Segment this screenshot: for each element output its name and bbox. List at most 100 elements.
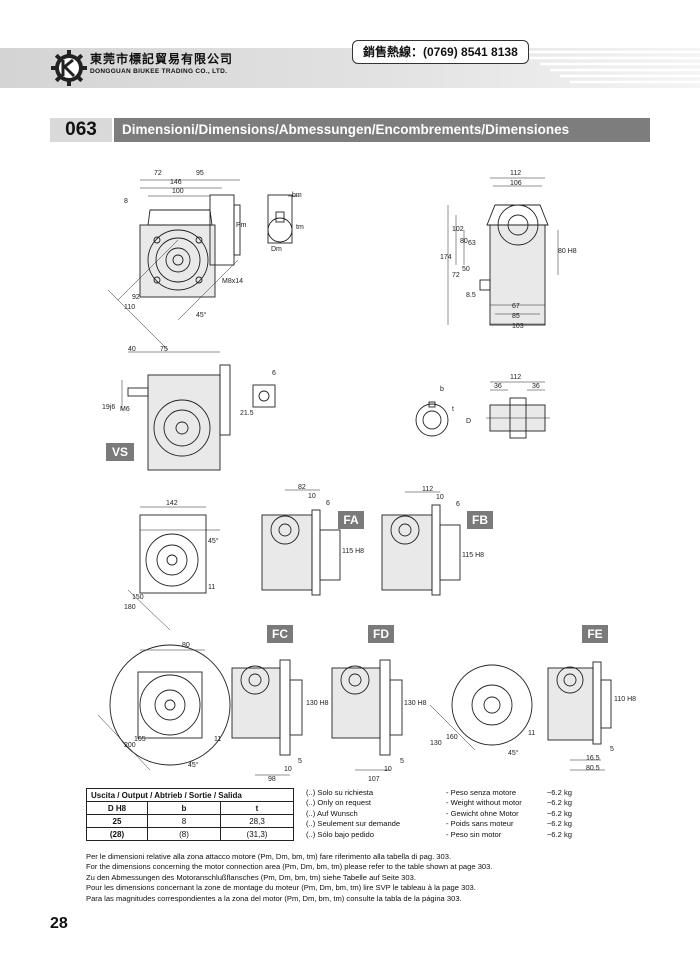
note-line: (..) Solo su richiesta [306,788,374,797]
note-line: (..) Seulement sur demande [306,819,401,829]
dim-45b: 45° [208,538,219,545]
dim-98: 98 [268,776,276,783]
dim-tm: tm [296,224,304,231]
dim-115h8b: 115 H8 [462,552,485,559]
footnote: Zu den Abmessungen des Motoranschlußflan… [86,872,416,882]
label-fd: FD [368,625,394,643]
technical-drawings [97,177,612,776]
drawing-fa [261,489,341,596]
dim-80h8: 80 H8 [558,248,577,255]
cell: 8 [147,814,221,828]
dim-130: 130 [430,740,442,747]
dim-100: 100 [172,188,184,195]
cell: (31,3) [220,827,294,841]
dim-10d: 10 [384,766,392,773]
dim-115h8: 115 H8 [342,548,365,555]
dim-112c: 112 [422,486,434,493]
drawing-fc [231,659,303,776]
drawing-fb [381,491,461,596]
col-header: D H8 [86,801,148,815]
weight-label: - Peso senza motore [446,788,517,797]
cell: (28) [86,827,148,841]
dim-80c: 80 [182,642,190,649]
footnotes: Per le dimensioni relative alla zona att… [86,852,646,904]
page-number: 28 [50,915,68,932]
dim-d: D [466,418,472,425]
drawing-main-front [107,179,241,351]
weight-value: ~6.2 kg [546,819,572,829]
dim-103: 103 [512,323,524,330]
label-fe: FE [582,625,608,643]
dim-160: 160 [446,734,458,741]
weight-row: - Weight without motor ~6.2 kg [446,798,572,808]
weight-value: ~6.2 kg [546,829,572,839]
dim-92: 92 [132,294,140,301]
drawing-flange-square [127,506,220,631]
drawing-side-view [447,177,559,326]
weight-value: ~6.2 kg [546,798,572,808]
dim-112: 112 [510,170,522,177]
dim-16-5: 16.5 [586,755,600,762]
dim-5b: 5 [400,758,404,765]
dim-19j6: 19j6 [102,404,116,411]
label-vs: VS [106,443,134,461]
label-fc: FC [267,625,293,643]
table-row: 25 8 28,3 [86,814,294,828]
dim-21-5: 21.5 [240,410,254,417]
dim-63: 63 [468,240,476,247]
drawing-output-shaft [415,381,550,439]
dim-107: 107 [368,776,380,783]
dim-36b: 36 [532,383,540,390]
dim-200: 200 [124,742,136,749]
weight-value: ~6.2 kg [546,788,572,797]
dim-10b: 10 [436,494,444,501]
request-notes: (..) Solo su richiesta (..) Only on requ… [306,788,400,840]
dim-95: 95 [196,170,204,177]
model-code: 063 [50,118,112,142]
drawing-fe-flange [429,664,533,751]
dim-bm: bm [292,192,302,199]
header-stripes [520,50,700,84]
dim-130h8: 130 H8 [306,700,329,707]
dim-80: 80 [460,238,468,245]
dim-11c: 11 [528,730,536,737]
cell: 25 [86,814,148,828]
output-table-title: Uscita / Output / Abtrieb / Sortie / Sal… [86,788,294,802]
dim-40: 40 [128,346,136,353]
col-header: t [220,801,294,815]
dim-m8: M8x14 [222,278,244,285]
sales-hotline: 銷售熱線：(0769) 8541 8138 [352,40,529,64]
dim-110h8: 110 H8 [614,696,637,703]
drawing-fc-flange [97,644,231,771]
footnote: Para las magnitudes correspondientes a l… [86,893,462,903]
dim-36a: 36 [494,383,502,390]
drawing-motor-shaft [267,194,300,244]
dim-82: 82 [298,484,306,491]
drawing-fd [331,659,403,771]
weights: - Peso senza motore ~6.2 kg - Weight with… [446,788,572,840]
dim-10c: 10 [284,766,292,773]
footnote: For the dimensions concerning the motor … [86,862,493,872]
weight-row: - Peso sin motor~6.2 kg [446,830,572,840]
weight-label: - Poids sans moteur [446,819,514,829]
dim-72b: 72 [452,272,460,279]
company-logo-icon [51,50,87,86]
weight-row: - Poids sans moteur ~6.2 kg [446,819,572,829]
dim-6: 6 [272,370,276,377]
dim-146: 146 [170,179,182,186]
cell: (8) [147,827,221,841]
page-title: Dimensioni/Dimensions/Abmessungen/Encomb… [114,118,650,142]
dim-85: 85 [512,313,520,320]
label-fb: FB [467,511,493,529]
dim-72: 72 [154,170,162,177]
dim-106: 106 [510,180,522,187]
dim-6c: 6 [456,501,460,508]
dim-75: 75 [160,346,168,353]
weight-value: ~6.2 kg [546,808,572,818]
dim-45: 45° [196,312,207,319]
note-line: (..) Auf Wunsch [306,808,358,818]
dim-102: 102 [452,226,464,233]
dim-11: 11 [208,584,216,591]
weight-label: - Weight without motor [446,798,522,808]
weight-label: - Gewicht ohne Motor [446,808,519,818]
